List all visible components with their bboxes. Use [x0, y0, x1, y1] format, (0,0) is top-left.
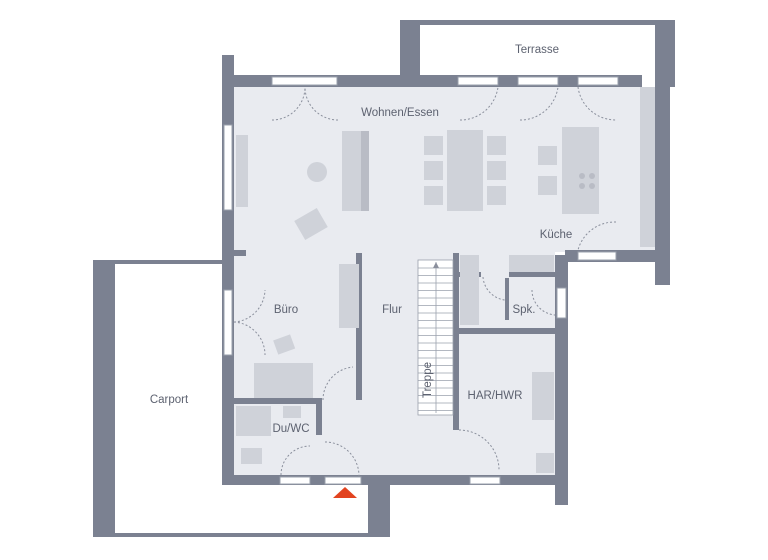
label-treppe: Treppe [422, 362, 434, 398]
floor-lower [234, 250, 555, 475]
entrance-triangle-icon [333, 487, 357, 498]
label-terrasse: Terrasse [515, 44, 559, 56]
windows [223, 76, 619, 485]
label-har-hwr: HAR/HWR [468, 390, 523, 402]
label-spk: Spk. [512, 304, 535, 316]
label-wohnen-essen: Wohnen/Essen [361, 107, 439, 119]
label-carport: Carport [150, 394, 189, 406]
furniture [236, 87, 655, 473]
staircase [417, 259, 454, 416]
label-du-wc: Du/WC [272, 423, 309, 435]
label-kueche: Küche [540, 229, 573, 241]
label-buero: Büro [274, 304, 298, 316]
front-door [324, 476, 362, 485]
door-swings [233, 86, 617, 477]
label-flur: Flur [382, 304, 402, 316]
